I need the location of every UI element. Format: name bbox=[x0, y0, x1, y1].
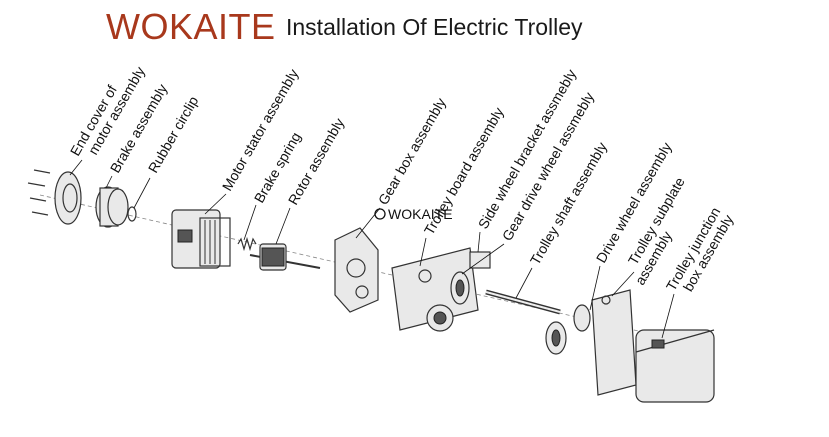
end-cover-part bbox=[54, 171, 82, 225]
brand-logo: WOKAITE bbox=[106, 6, 276, 47]
junction-box-part bbox=[635, 329, 715, 403]
label-end-cover: End cover of motor assembly bbox=[67, 64, 148, 159]
gear-drive-wheel-part bbox=[450, 271, 470, 305]
motor-stator-part bbox=[171, 209, 231, 269]
side-wheel-bracket-part bbox=[469, 251, 491, 269]
leader-lines bbox=[69, 159, 675, 339]
label-rotor-assembly: Rotor assembly bbox=[285, 115, 347, 207]
label-gear-box: Gear box assembly bbox=[375, 95, 449, 207]
brake-spring-part bbox=[237, 236, 257, 252]
rubber-circlip-part bbox=[127, 206, 137, 222]
drive-wheel-part bbox=[545, 304, 591, 355]
svg-text:Gear box assembly: Gear box assembly bbox=[375, 95, 449, 207]
label-trolley-junction: Trolley junction box assembly bbox=[663, 204, 737, 294]
trolley-board-part bbox=[391, 247, 479, 332]
end-cover-screws bbox=[27, 169, 51, 216]
watermark: WOKAITE bbox=[374, 206, 453, 222]
trolley-shaft-part bbox=[485, 289, 561, 315]
brake-assembly-part bbox=[95, 186, 129, 228]
gear-box-part bbox=[334, 227, 379, 313]
rotor-part bbox=[249, 243, 321, 271]
trolley-subplate-part bbox=[591, 289, 637, 396]
svg-text:Rotor assembly: Rotor assembly bbox=[285, 115, 347, 207]
page-title: Installation Of Electric Trolley bbox=[286, 14, 583, 40]
svg-text:WOKAITE: WOKAITE bbox=[388, 206, 453, 222]
